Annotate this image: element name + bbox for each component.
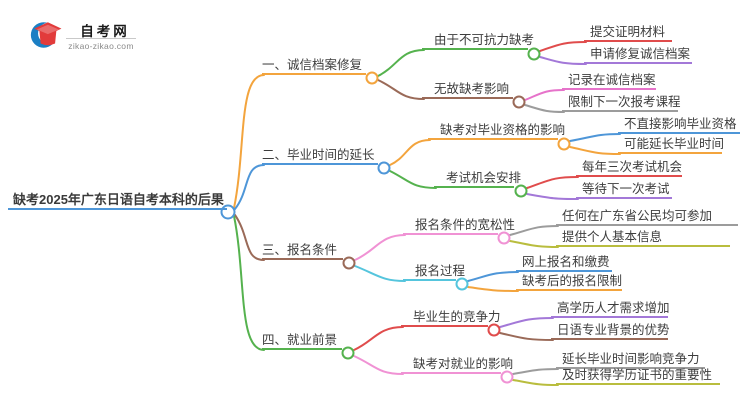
branch-4-1-dot[interactable] bbox=[487, 323, 501, 337]
branch-3-1-node[interactable]: 报名条件的宽松性 bbox=[403, 218, 515, 235]
branch-4-1-2-node[interactable]: 日语专业背景的优势 bbox=[551, 323, 670, 340]
node-dots bbox=[220, 47, 571, 384]
branch-2-1-node[interactable]: 缺考对毕业资格的影响 bbox=[428, 123, 565, 140]
branch-1-dot[interactable] bbox=[365, 71, 379, 85]
branch-4-2-dot[interactable] bbox=[500, 370, 514, 384]
branch-4-1-1-node[interactable]: 高学历人才需求增加 bbox=[551, 301, 670, 318]
branch-2-node[interactable]: 二、毕业时间的延长 bbox=[262, 148, 378, 165]
logo-graduation-cap-icon bbox=[30, 22, 62, 48]
branch-1-2-dot[interactable] bbox=[512, 95, 526, 109]
root-node[interactable]: 缺考2025年广东日语自考本科的后果 bbox=[8, 192, 227, 210]
branch-4-node[interactable]: 四、就业前景 bbox=[262, 333, 342, 350]
branch-1-2-2-node[interactable]: 限制下一次报考课程 bbox=[562, 95, 681, 112]
branch-1-1-dot[interactable] bbox=[527, 47, 541, 61]
branch-1-2-node[interactable]: 无故缺考影响 bbox=[422, 82, 513, 99]
branch-2-2-2-node[interactable]: 等待下一次考试 bbox=[576, 182, 672, 199]
branch-2-2-dot[interactable] bbox=[514, 184, 528, 198]
branch-3-2-2-node[interactable]: 缺考后的报名限制 bbox=[516, 274, 622, 291]
branch-2-dot[interactable] bbox=[377, 161, 391, 175]
branch-4-2-node[interactable]: 缺考对就业的影响 bbox=[401, 357, 513, 374]
branch-3-node[interactable]: 三、报名条件 bbox=[262, 243, 343, 260]
branch-1-node[interactable]: 一、诚信档案修复 bbox=[262, 58, 366, 75]
branch-3-dot[interactable] bbox=[342, 256, 356, 270]
site-name: 自考网 bbox=[80, 24, 130, 39]
branch-1-1-1-node[interactable]: 提交证明材料 bbox=[584, 25, 672, 42]
branch-3-1-dot[interactable] bbox=[497, 231, 511, 245]
site-logo[interactable]: 自考网 zikao-zikao.com bbox=[30, 16, 140, 52]
branch-4-2-2-node[interactable]: 及时获得学历证书的重要性 bbox=[556, 368, 720, 385]
branch-1-1-2-node[interactable]: 申请修复诚信档案 bbox=[584, 47, 692, 64]
branch-3-2-node[interactable]: 报名过程 bbox=[403, 264, 465, 281]
branch-2-1-2-node[interactable]: 可能延长毕业时间 bbox=[618, 137, 724, 154]
branch-4-dot[interactable] bbox=[341, 346, 355, 360]
branch-3-2-dot[interactable] bbox=[455, 277, 469, 291]
branch-2-1-1-node[interactable]: 不直接影响毕业资格 bbox=[618, 117, 740, 134]
branch-2-2-1-node[interactable]: 每年三次考试机会 bbox=[576, 160, 682, 177]
site-domain: zikao-zikao.com bbox=[68, 41, 134, 51]
branch-1-2-1-node[interactable]: 记录在诚信档案 bbox=[562, 73, 656, 90]
branch-3-1-2-node[interactable]: 提供个人基本信息 bbox=[556, 230, 730, 247]
branch-2-2-node[interactable]: 考试机会安排 bbox=[434, 171, 521, 188]
branch-4-1-node[interactable]: 毕业生的竞争力 bbox=[401, 310, 501, 327]
connector-curves bbox=[233, 41, 621, 386]
logo-divider bbox=[66, 38, 136, 39]
branch-1-1-node[interactable]: 由于不可抗力缺考 bbox=[422, 33, 534, 50]
branch-4-2-1-node[interactable]: 延长毕业时间影响竞争力 bbox=[556, 352, 705, 369]
branch-2-1-dot[interactable] bbox=[557, 137, 571, 151]
branch-3-1-1-node[interactable]: 任何在广东省公民均可参加 bbox=[556, 209, 738, 226]
branch-3-2-1-node[interactable]: 网上报名和缴费 bbox=[516, 255, 612, 272]
